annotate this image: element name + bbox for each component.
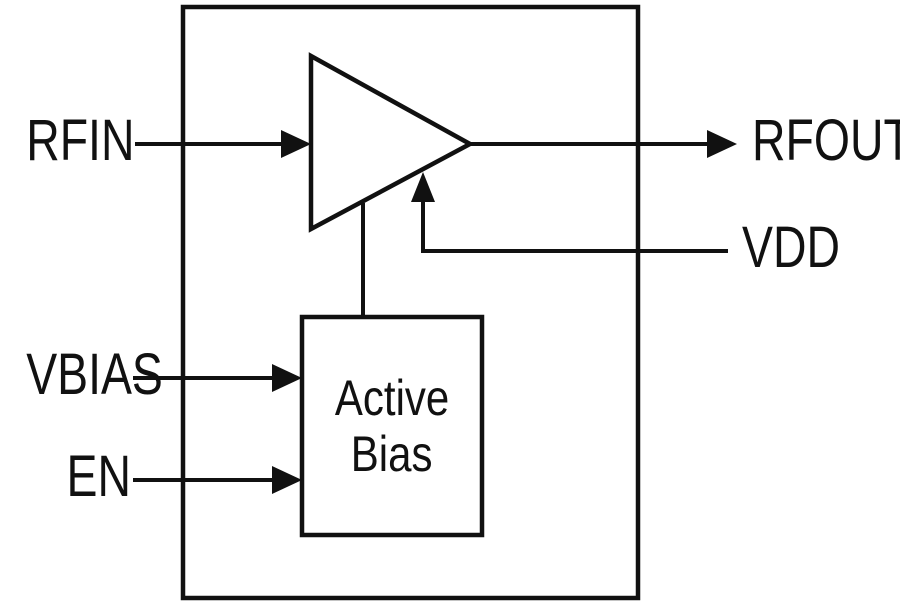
pin-label-en: EN	[66, 444, 131, 509]
pin-label-vdd: VDD	[742, 215, 840, 280]
rfout-arrow-head	[707, 130, 737, 158]
en-arrow-head	[272, 466, 302, 494]
rfin-arrow-head	[281, 130, 311, 158]
active-bias-block	[299, 314, 485, 538]
pin-label-rfout: RFOUT	[752, 108, 900, 173]
pin-label-vbias: VBIAS	[26, 342, 163, 407]
device-package-outline	[180, 4, 641, 601]
vbias-arrow-head	[272, 364, 302, 392]
amplifier-triangle	[308, 52, 475, 233]
pin-label-rfin: RFIN	[26, 108, 135, 173]
vdd-arrow-head	[411, 172, 435, 202]
